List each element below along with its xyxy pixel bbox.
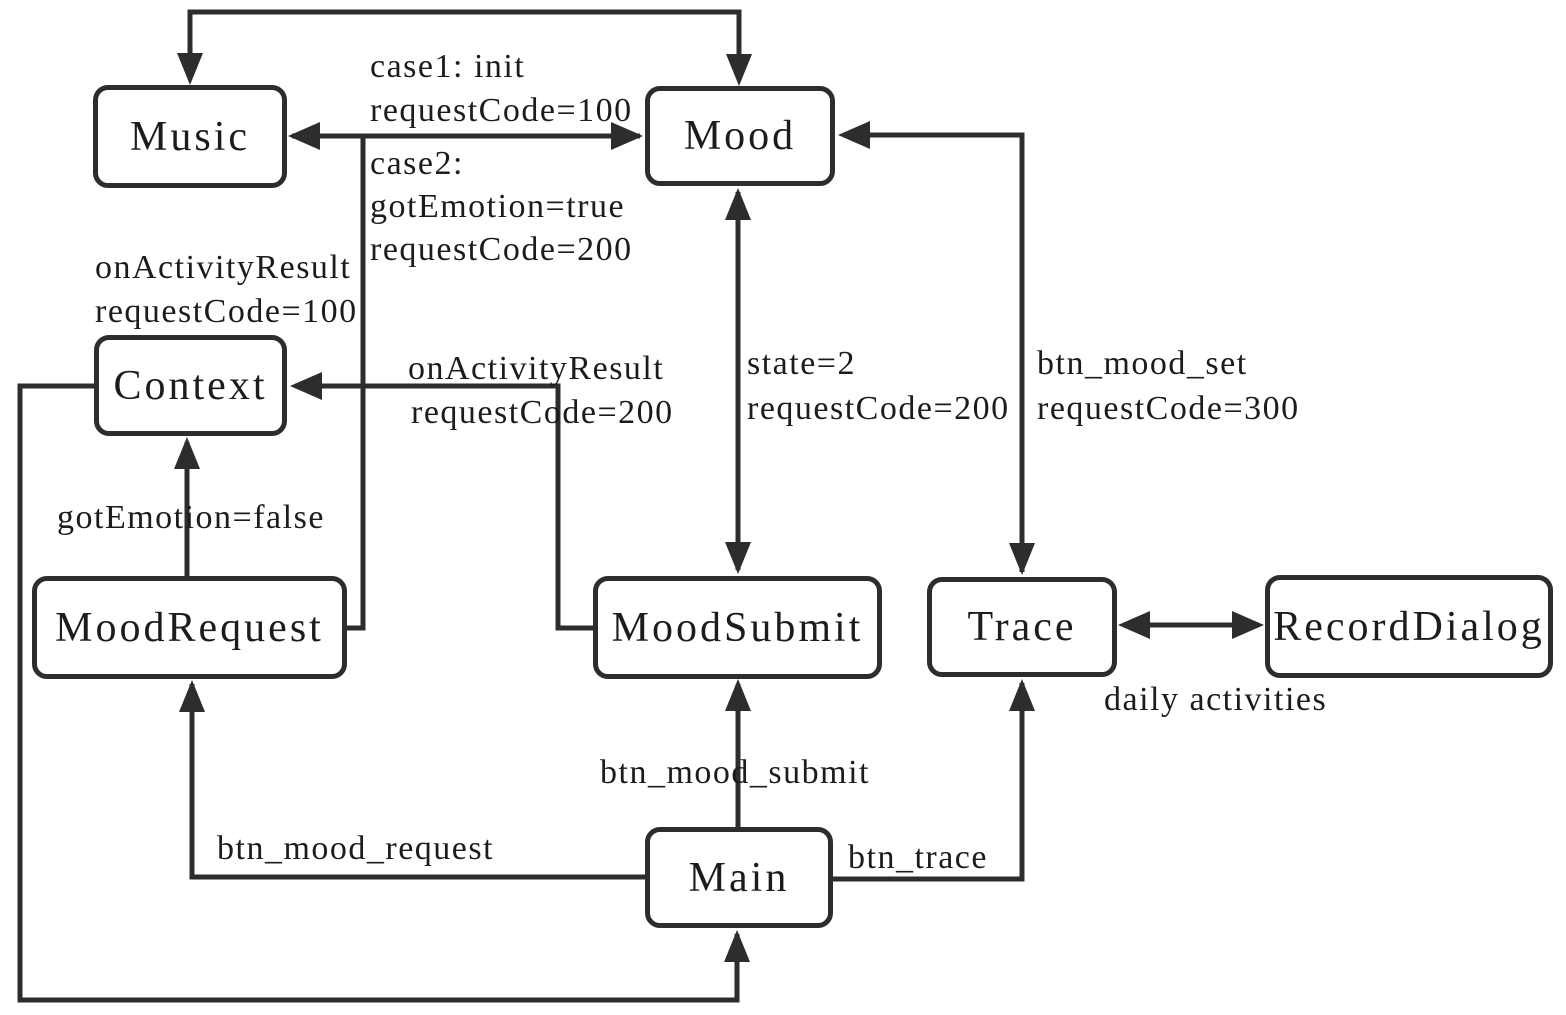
edge-context-to-main-loop xyxy=(17,383,750,1003)
node-music: Music xyxy=(93,85,287,188)
node-music-label: Music xyxy=(130,113,250,160)
label-case2-line1: case2: xyxy=(370,145,464,182)
edge-main-to-moodsubmit xyxy=(725,679,751,827)
label-state2-line2: requestCode=200 xyxy=(747,390,1010,427)
node-recorddialog-label: RecordDialog xyxy=(1273,603,1545,650)
label-case2-line3: requestCode=200 xyxy=(370,231,633,268)
label-gotemotion-false: gotEmotion=false xyxy=(57,499,325,536)
node-context: Context xyxy=(94,335,287,436)
edge-main-to-moodrequest xyxy=(179,680,645,880)
label-btn-mood-set-line2: requestCode=300 xyxy=(1037,390,1300,427)
edge-top-loop-music-mood xyxy=(177,9,752,86)
edge-trace-recorddialog-double-arrow xyxy=(1118,611,1264,639)
node-mood: Mood xyxy=(645,86,835,186)
node-trace: Trace xyxy=(927,577,1117,677)
edge-moodrequest-branch xyxy=(347,136,366,631)
edge-main-to-trace xyxy=(833,679,1035,882)
node-moodrequest: MoodRequest xyxy=(32,576,347,679)
node-main-label: Main xyxy=(688,854,790,901)
label-case1-line2: requestCode=100 xyxy=(370,92,633,129)
node-moodrequest-label: MoodRequest xyxy=(55,604,324,651)
label-btn-mood-set-line1: btn_mood_set xyxy=(1037,345,1248,382)
label-onactivityresult-200-line2: requestCode=200 xyxy=(411,394,674,431)
node-trace-label: Trace xyxy=(967,604,1077,650)
label-daily-activities: daily activities xyxy=(1104,681,1328,718)
label-onactivityresult-100-line1: onActivityResult xyxy=(95,249,352,286)
label-btn-trace: btn_trace xyxy=(848,839,988,876)
node-moodsubmit-label: MoodSubmit xyxy=(611,604,864,651)
node-main: Main xyxy=(645,827,833,928)
edge-trace-mood xyxy=(838,121,1035,575)
node-moodsubmit: MoodSubmit xyxy=(593,576,882,679)
node-recorddialog: RecordDialog xyxy=(1265,575,1553,678)
node-context-label: Context xyxy=(113,362,268,409)
label-case2-line2: gotEmotion=true xyxy=(370,188,626,225)
edge-music-mood-double-arrow xyxy=(288,122,643,150)
node-mood-label: Mood xyxy=(683,113,797,159)
edge-moodsubmit-to-context xyxy=(290,372,593,631)
edge-mood-moodsubmit-double-arrow xyxy=(725,188,751,574)
label-state2-line1: state=2 xyxy=(747,345,856,382)
label-onactivityresult-100-line2: requestCode=100 xyxy=(95,293,358,330)
label-onactivityresult-200-line1: onActivityResult xyxy=(408,350,665,387)
label-case1-line1: case1: init xyxy=(370,48,526,85)
edge-moodrequest-to-context xyxy=(174,437,200,576)
label-btn-mood-submit: btn_mood_submit xyxy=(600,754,870,791)
label-btn-mood-request: btn_mood_request xyxy=(217,830,495,867)
